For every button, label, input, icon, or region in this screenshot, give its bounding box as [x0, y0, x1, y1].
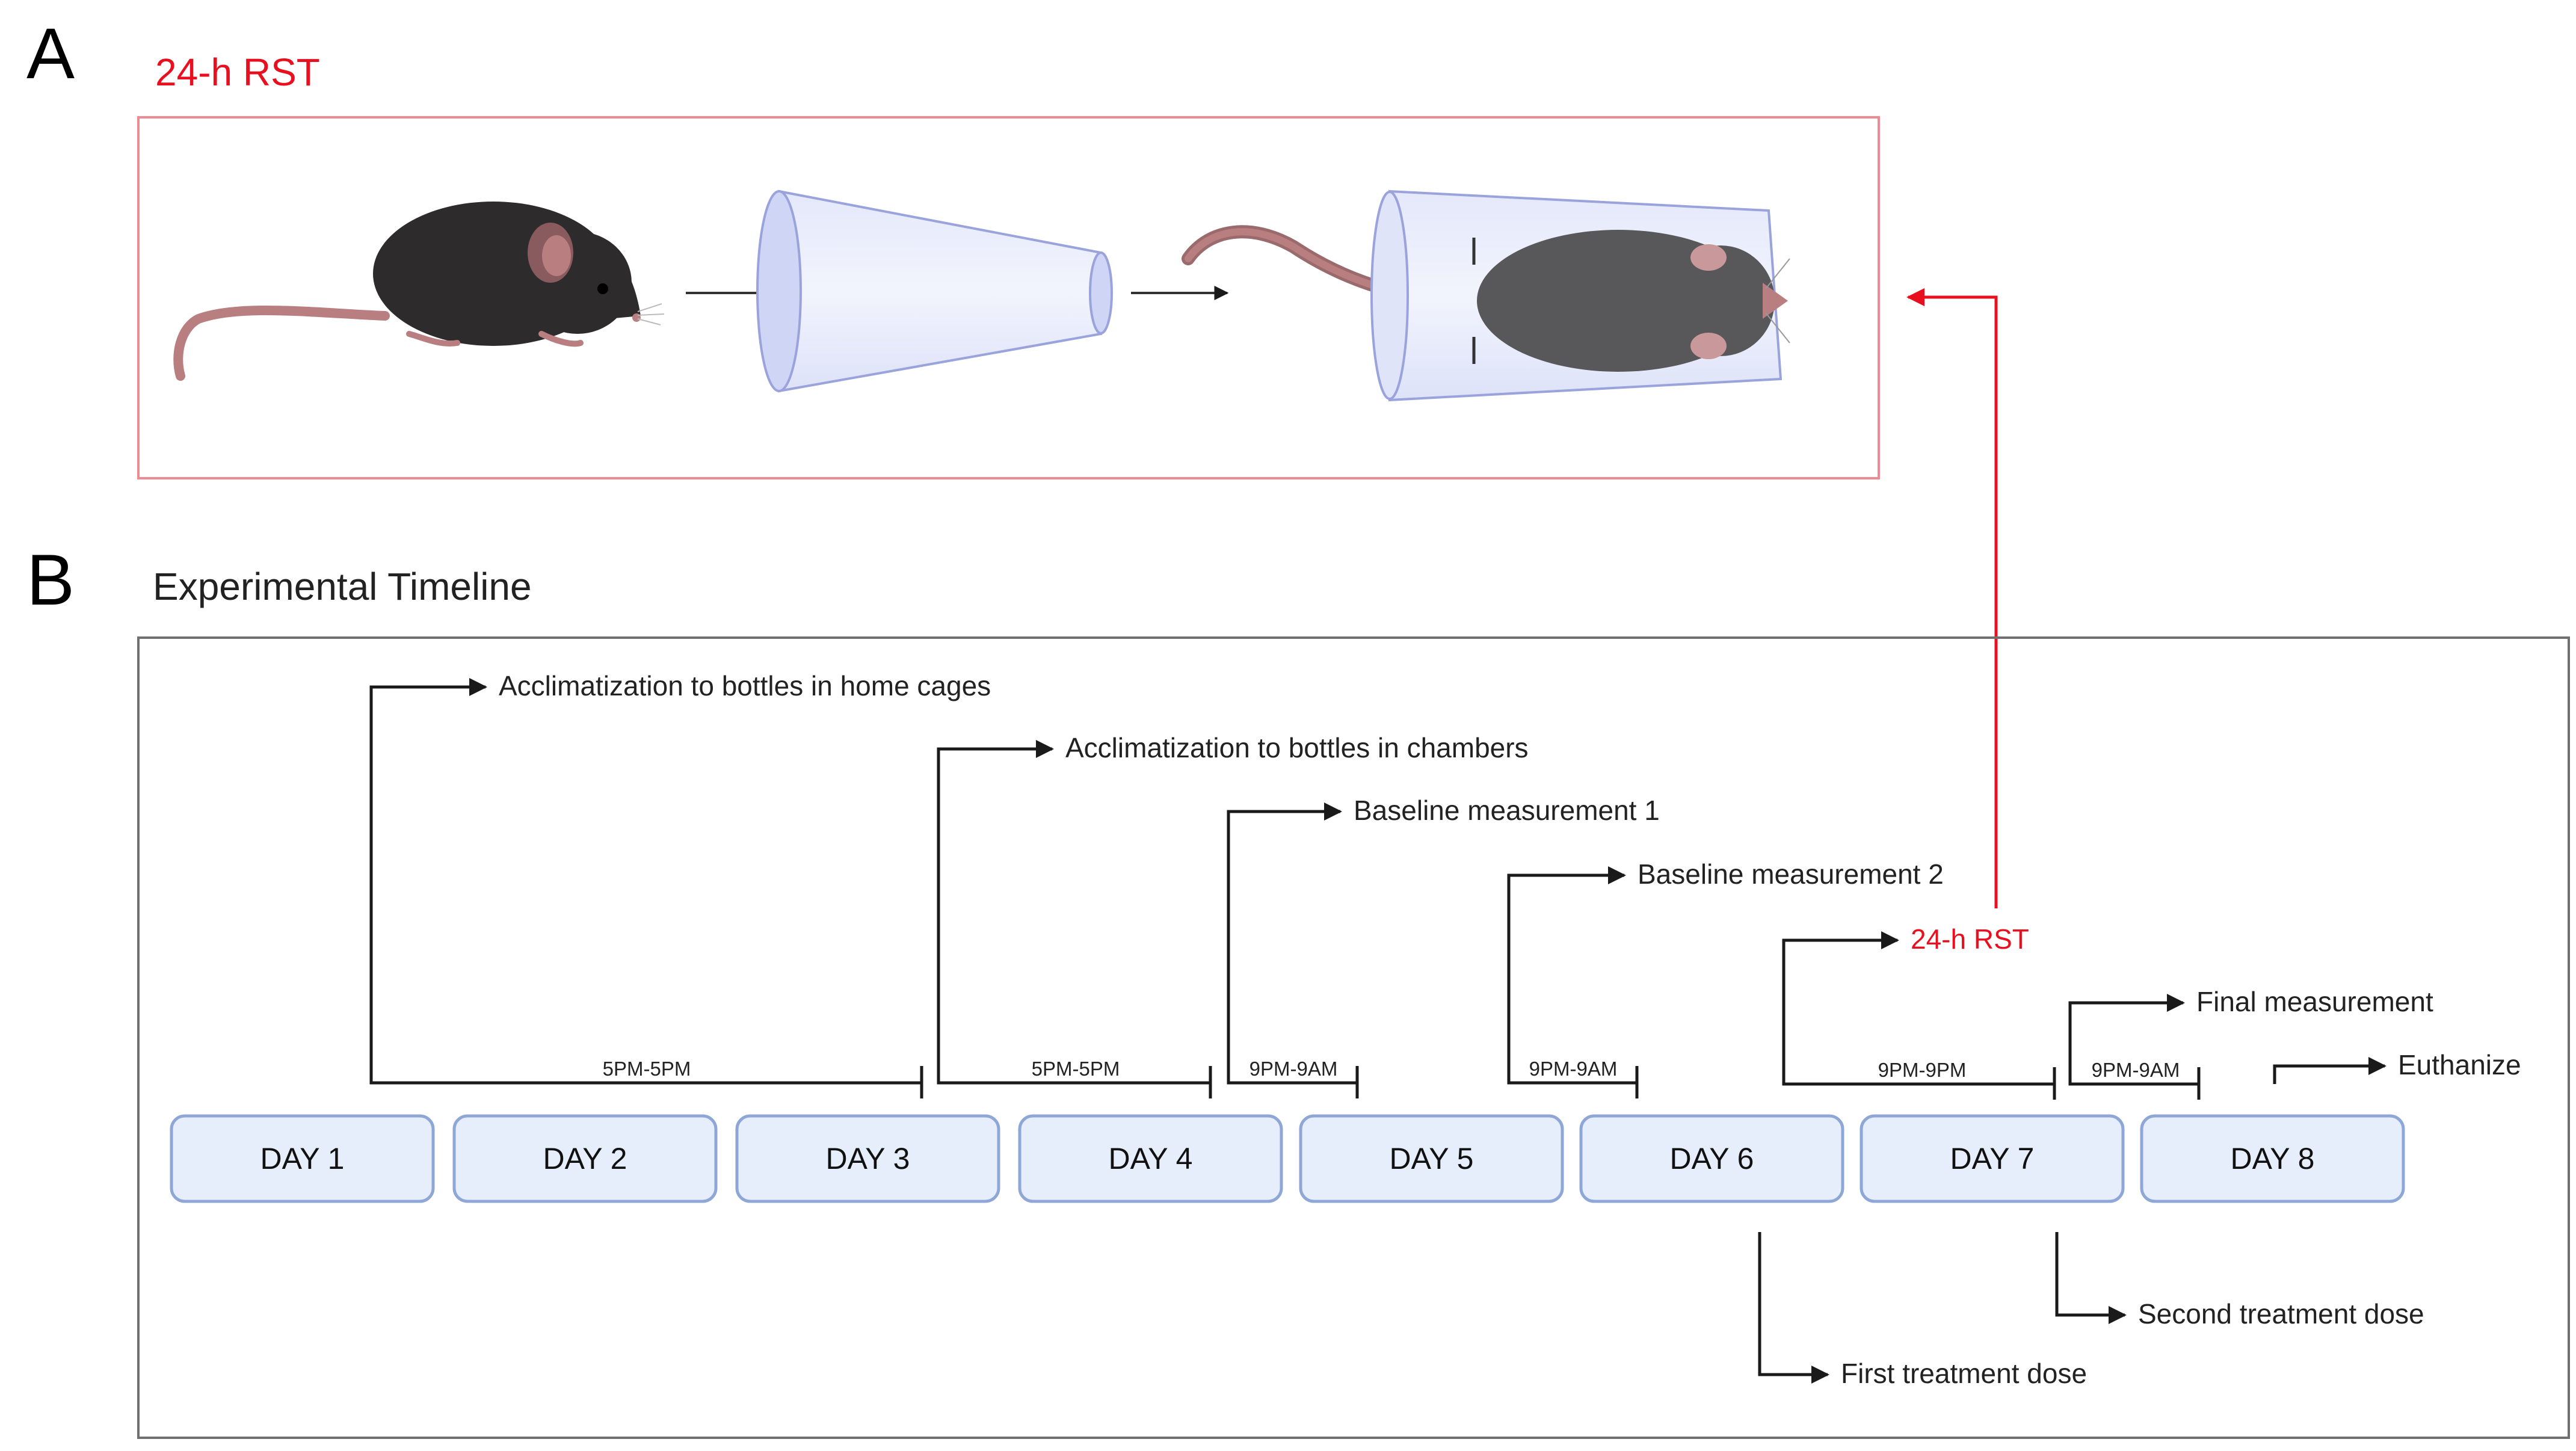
day-label: DAY 8 [2231, 1142, 2315, 1175]
day-label: DAY 3 [826, 1142, 910, 1175]
panel-b-frame [137, 636, 2570, 1439]
step-interval: 5PM-5PM [603, 1058, 691, 1080]
step-interval: 9PM-9PM [1878, 1059, 1967, 1081]
day-box-6: DAY 6 [1579, 1114, 1844, 1203]
restraint-tube-illustration [756, 189, 1113, 393]
step-label: Acclimatization to bottles in home cages [499, 670, 991, 701]
panel-a-title: 24-h RST [155, 51, 320, 94]
step-interval: 5PM-5PM [1032, 1058, 1120, 1080]
step-bracket [2273, 1057, 2386, 1084]
panel-a-letter: A [26, 13, 75, 94]
step-label: 24-h RST [1911, 923, 2029, 955]
day-box-4: DAY 4 [1018, 1114, 1283, 1203]
timeline-steps: Acclimatization to bottles in home cages… [499, 670, 2521, 1081]
treatment-label: First treatment dose [1841, 1358, 2087, 1389]
step-bracket [937, 740, 1210, 1085]
step-label: Final measurement [2196, 986, 2433, 1017]
day-row: DAY 1 DAY 2 DAY 3 DAY 4 DAY 5 DAY 6 DAY 7 DAY 8 [170, 1114, 2405, 1203]
panel-b-title: Experimental Timeline [153, 565, 532, 608]
day-box-3: DAY 3 [735, 1114, 1000, 1203]
timeline-step-6 [2068, 994, 2201, 1100]
timeline-step-3 [1227, 803, 1359, 1098]
step-bracket [1227, 803, 1357, 1085]
step-connectors [369, 678, 2386, 1100]
step-label: Baseline measurement 1 [1354, 795, 1660, 826]
day-box-5: DAY 5 [1299, 1114, 1564, 1203]
timeline-step-1 [369, 678, 923, 1098]
treatment-label: Second treatment dose [2138, 1298, 2424, 1329]
treatment-arrow [1758, 1232, 1829, 1384]
day-label: DAY 6 [1670, 1142, 1754, 1175]
step-interval: 9PM-9AM [1249, 1058, 1338, 1080]
day-box-8: DAY 8 [2140, 1114, 2405, 1203]
day-box-2: DAY 2 [452, 1114, 718, 1203]
rst-link-arrow [1906, 288, 1998, 908]
day-label: DAY 7 [1950, 1142, 2035, 1175]
treatment-arrow [2055, 1232, 2127, 1324]
panel-b-letter: B [26, 540, 75, 620]
day-box-7: DAY 7 [1860, 1114, 2125, 1203]
restrained-mouse-illustration [1182, 189, 1790, 402]
step-label: Baseline measurement 2 [1638, 858, 1944, 890]
step-bracket [1782, 931, 2054, 1086]
step-bracket [369, 678, 922, 1085]
step-label: Euthanize [2398, 1049, 2521, 1080]
timeline-step-7 [2273, 1057, 2386, 1084]
step-bracket [2068, 994, 2199, 1086]
treatment-markers: First treatment dose Second treatment dos… [1758, 1232, 2424, 1389]
treatment-2: Second treatment dose [2055, 1232, 2424, 1329]
step-interval: 9PM-9AM [1529, 1058, 1618, 1080]
timeline-step-5 [1782, 931, 2056, 1100]
timeline-step-4 [1507, 866, 1639, 1098]
timeline-step-2 [937, 740, 1212, 1098]
day-label: DAY 2 [543, 1142, 627, 1175]
day-label: DAY 4 [1109, 1142, 1193, 1175]
step-interval: 9PM-9AM [2092, 1059, 2180, 1081]
step-bracket [1507, 866, 1637, 1085]
step-label: Acclimatization to bottles in chambers [1065, 732, 1529, 763]
mouse-side-illustration [173, 202, 665, 381]
day-label: DAY 5 [1390, 1142, 1474, 1175]
treatment-1: First treatment dose [1758, 1232, 2087, 1389]
panel-a-frame [137, 116, 1880, 479]
day-box-1: DAY 1 [170, 1114, 435, 1203]
day-label: DAY 1 [260, 1142, 345, 1175]
